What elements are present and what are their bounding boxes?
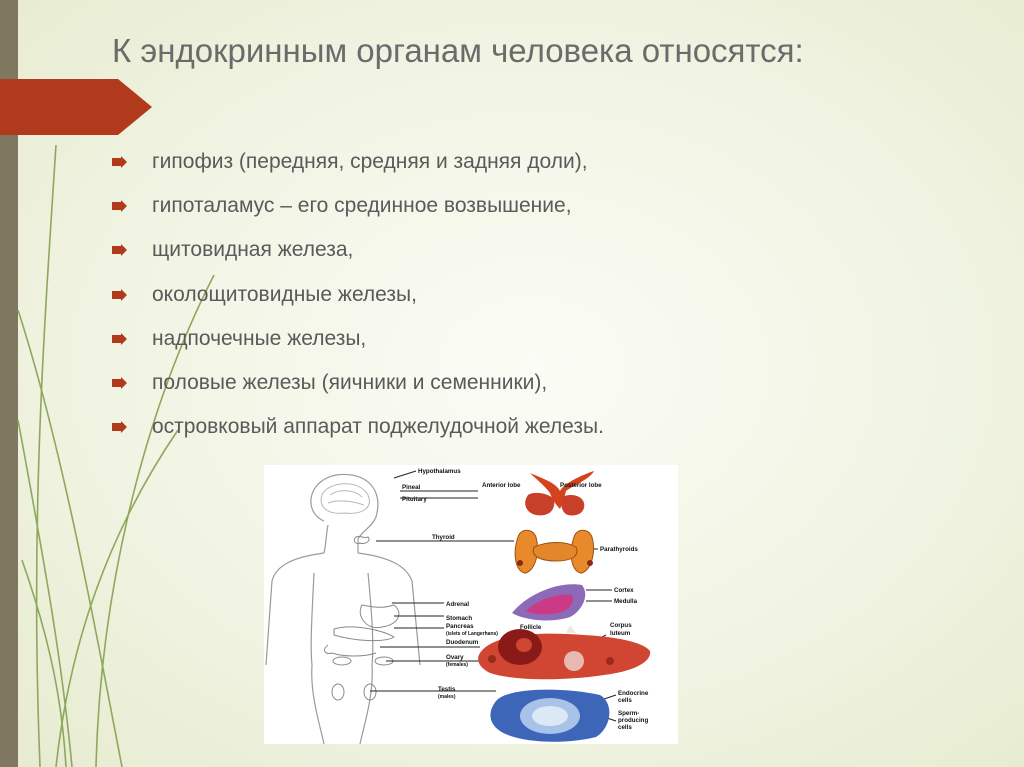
bullet-text: гипоталамус – его срединное возвышение, (152, 194, 572, 218)
arrow-bullet-icon (112, 377, 152, 390)
label-stomach: Stomach (446, 615, 472, 622)
ovary-illustration (478, 625, 651, 680)
label-sperm: Sperm- (618, 710, 639, 717)
label-corpus: Corpus (610, 622, 632, 629)
label-adrenal: Adrenal (446, 601, 469, 608)
label-ovary: Ovary (446, 654, 464, 661)
thyroid-illustration (514, 529, 595, 574)
label-parathyroids: Parathyroids (600, 546, 638, 553)
adrenal-illustration (512, 584, 586, 621)
bullet-text: половые железы (яичники и семенники), (152, 371, 548, 395)
title-accent-tab (0, 79, 152, 135)
slide-title: К эндокринным органам человека относятся… (112, 32, 804, 69)
label-endocrine: Endocrine (618, 690, 649, 697)
arrow-bullet-icon (112, 244, 152, 257)
label-cortex: Cortex (614, 587, 634, 594)
label-cells-1: cells (618, 697, 632, 704)
bullet-text: островковый аппарат поджелудочной железы… (152, 415, 604, 439)
label-follicle: Follicle (520, 624, 542, 631)
label-cells-2: cells (618, 724, 632, 731)
label-medulla: Medulla (614, 598, 638, 605)
bullet-item: островковый аппарат поджелудочной железы… (112, 405, 604, 449)
brain-illustration (320, 483, 370, 514)
label-producing: producing (618, 717, 648, 724)
bullet-text: околощитовидные железы, (152, 282, 417, 306)
bullet-text: надпочечные железы, (152, 326, 367, 350)
bullet-item: гипофиз (передняя, средняя и задняя доли… (112, 140, 604, 184)
testis-illustration (490, 689, 610, 742)
left-accent-bar (0, 0, 18, 767)
bullet-list: гипофиз (передняя, средняя и задняя доли… (112, 140, 604, 449)
label-luteum: luteum (610, 630, 631, 637)
label-posterior-lobe: Posterior lobe (560, 482, 602, 489)
label-pineal: Pineal (402, 484, 421, 491)
bullet-text: щитовидная железа, (152, 238, 354, 262)
bullet-item: надпочечные железы, (112, 317, 604, 361)
pituitary-illustration (525, 471, 594, 516)
bullet-item: гипоталамус – его срединное возвышение, (112, 184, 604, 228)
arrow-bullet-icon (112, 156, 152, 169)
arrow-bullet-icon (112, 332, 152, 345)
bullet-item: половые железы (яичники и семенники), (112, 361, 604, 405)
body-silhouette (265, 473, 421, 744)
arrow-bullet-icon (112, 288, 152, 301)
arrow-bullet-icon (112, 200, 152, 213)
label-pancreas: Pancreas (446, 623, 474, 630)
label-islets: (islets of Langerhans) (446, 631, 498, 637)
label-hypothalamus: Hypothalamus (418, 468, 461, 475)
label-duodenum: Duodenum (446, 639, 479, 646)
endocrine-diagram: Hypothalamus Pineal Pituitary Anterior l… (264, 465, 678, 744)
label-males: (males) (438, 694, 456, 700)
label-anterior-lobe: Anterior lobe (482, 482, 521, 489)
pointer-lines (370, 470, 617, 722)
label-testis: Testis (438, 686, 456, 693)
arrow-bullet-icon (112, 421, 152, 434)
bullet-text: гипофиз (передняя, средняя и задняя доли… (152, 150, 588, 174)
bullet-item: щитовидная железа, (112, 228, 604, 272)
label-pituitary: Pituitary (402, 496, 427, 503)
organ-outlines (324, 535, 400, 701)
label-thyroid: Thyroid (432, 534, 455, 541)
bullet-item: околощитовидные железы, (112, 273, 604, 317)
label-females: (females) (446, 662, 468, 668)
